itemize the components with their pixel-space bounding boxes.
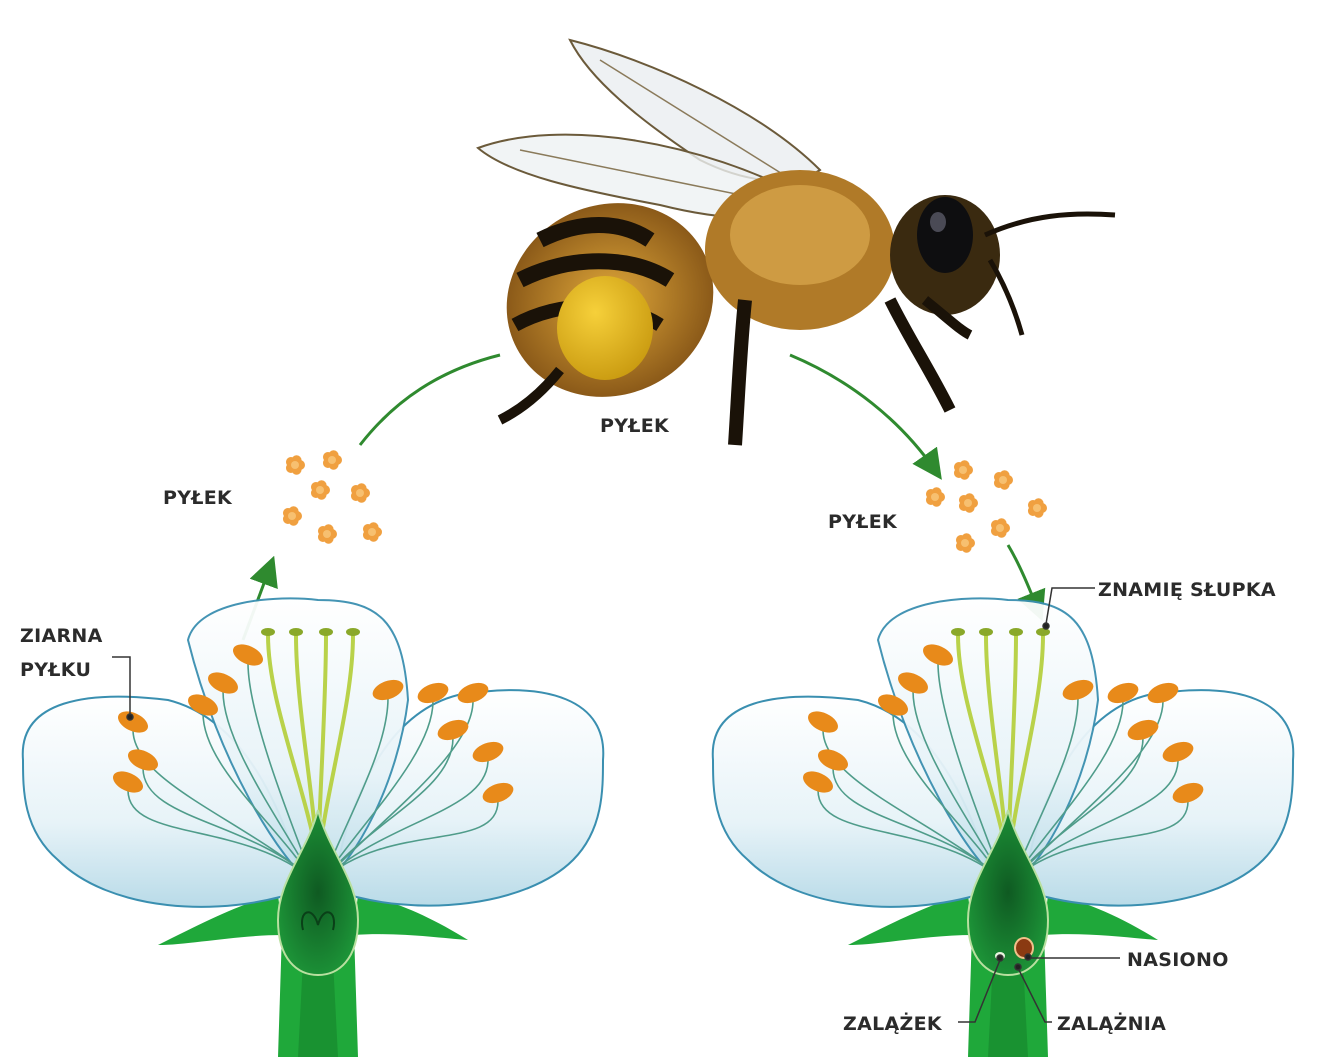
label-seed: NASIONO xyxy=(1127,949,1229,971)
arrow-flower-to-bee xyxy=(360,355,500,445)
stigma-icon xyxy=(951,628,965,636)
stigma-icon xyxy=(979,628,993,636)
label-stigma: ZNAMIĘ SŁUPKA xyxy=(1098,579,1276,601)
label-pollen-grains-line1: ZIARNA xyxy=(20,625,103,647)
stigma-icon xyxy=(1009,628,1023,636)
label-pollen-grains-line2: PYŁKU xyxy=(20,659,91,681)
pollen-grain-icon xyxy=(991,518,1010,538)
flower-right xyxy=(713,598,1294,1057)
pollen-cluster-left xyxy=(283,450,382,544)
pollen-cluster-right xyxy=(926,460,1047,553)
label-ovule: ZALĄŻEK xyxy=(843,1011,943,1035)
arrow-bee-to-pollen xyxy=(790,355,935,470)
pollen-grain-icon xyxy=(311,480,330,500)
stigma-icon xyxy=(289,628,303,636)
pollen-grain-icon xyxy=(994,470,1013,490)
pollen-grain-icon xyxy=(926,487,945,507)
label-pollen-bee: PYŁEK xyxy=(600,415,670,437)
pollen-grain-icon xyxy=(363,522,382,542)
bee-eye xyxy=(917,197,973,273)
pollen-basket xyxy=(557,276,653,380)
pollen-grain-icon xyxy=(323,450,342,470)
pollen-grain-icon xyxy=(318,524,337,544)
flower-left xyxy=(23,598,604,1057)
label-pollen-left: PYŁEK xyxy=(163,487,233,509)
pollen-grain-icon xyxy=(286,455,305,475)
pollen-grain-icon xyxy=(1028,498,1047,518)
pollen-grain-icon xyxy=(956,533,975,553)
stigma-icon xyxy=(346,628,360,636)
bee-illustration xyxy=(475,40,1115,445)
stigma-icon xyxy=(261,628,275,636)
label-pollen-right: PYŁEK xyxy=(828,511,898,533)
pollen-grain-icon xyxy=(283,506,302,526)
stigma-icon xyxy=(319,628,333,636)
label-ovary: ZALĄŻNIA xyxy=(1057,1011,1166,1035)
pollen-grain-icon xyxy=(954,460,973,480)
pollen-grain-icon xyxy=(959,493,978,513)
pollen-grain-icon xyxy=(351,483,370,503)
